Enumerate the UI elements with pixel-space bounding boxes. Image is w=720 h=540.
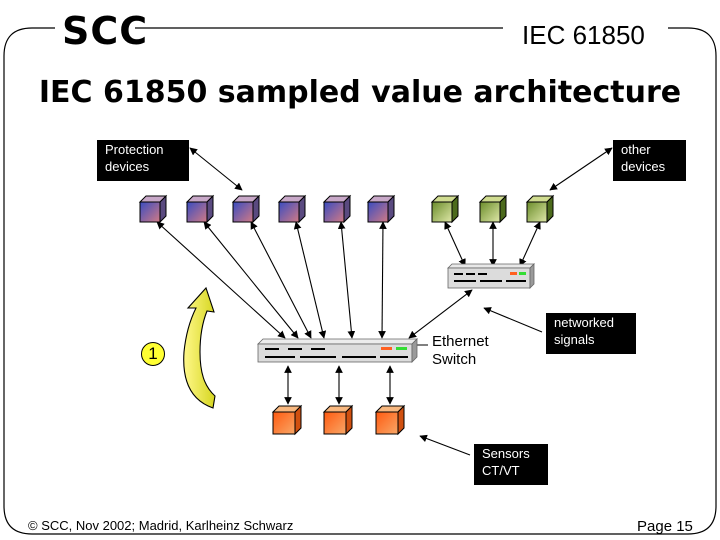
small-ethernet-switch [447, 263, 535, 289]
copyright-footer: © SCC, Nov 2002; Madrid, Karlheinz Schwa… [28, 518, 294, 533]
networked-signals-label: networked signals [546, 313, 636, 354]
sensor-device-1 [271, 404, 303, 436]
label-line: Sensors [482, 446, 530, 461]
link-switch-switch [408, 289, 473, 339]
slide-title: IEC 61850 sampled value architecture [38, 75, 682, 110]
link-other-1 [444, 221, 466, 267]
other-device-3 [525, 194, 555, 224]
label-line: other [621, 142, 651, 157]
other-devices [430, 194, 555, 224]
protection-devices [138, 194, 396, 224]
protection-device-4 [277, 194, 307, 224]
label-line: signals [554, 332, 595, 347]
link-prot-4 [293, 221, 327, 339]
label-line: devices [621, 159, 666, 174]
other-device-2 [478, 194, 508, 224]
standard-name: IEC 61850 [522, 20, 645, 50]
link-prot-3 [250, 221, 312, 339]
sensors-label: Sensors CT/VT [474, 444, 548, 485]
label-line: Switch [432, 351, 477, 368]
sensors [271, 404, 406, 436]
brand-logo: SCC [62, 9, 149, 53]
curved-arrow-icon [183, 286, 216, 409]
pointer-networked [483, 307, 543, 333]
link-prot-6 [378, 221, 387, 339]
protection-devices-label: Protection devices [97, 140, 189, 181]
sensor-device-2 [322, 404, 354, 436]
label-line: CT/VT [482, 463, 520, 478]
label-line: Ethernet [432, 333, 489, 350]
slide-border [3, 27, 717, 535]
link-prot-2 [203, 221, 299, 339]
pointer-other [549, 147, 613, 191]
link-prot-1 [156, 221, 286, 339]
ethernet-switch-label: Ethernet Switch [432, 333, 489, 369]
pointer-protection [189, 147, 243, 191]
sensor-device-3 [374, 404, 406, 436]
protection-device-6 [366, 194, 396, 224]
protection-device-1 [138, 194, 168, 224]
other-devices-label: other devices [613, 140, 686, 181]
protection-device-3 [231, 194, 261, 224]
page-number: Page 15 [637, 518, 693, 535]
label-line: devices [105, 159, 150, 174]
protection-device-5 [322, 194, 352, 224]
step-number-badge: 1 [141, 342, 165, 366]
link-other-3 [519, 221, 541, 267]
protection-device-2 [185, 194, 215, 224]
main-ethernet-switch [257, 338, 418, 363]
pointer-sensors [419, 434, 471, 456]
label-line: Protection [105, 142, 164, 157]
other-device-1 [430, 194, 460, 224]
label-line: networked [554, 315, 614, 330]
connection-lines [156, 147, 613, 456]
link-prot-5 [337, 221, 356, 339]
